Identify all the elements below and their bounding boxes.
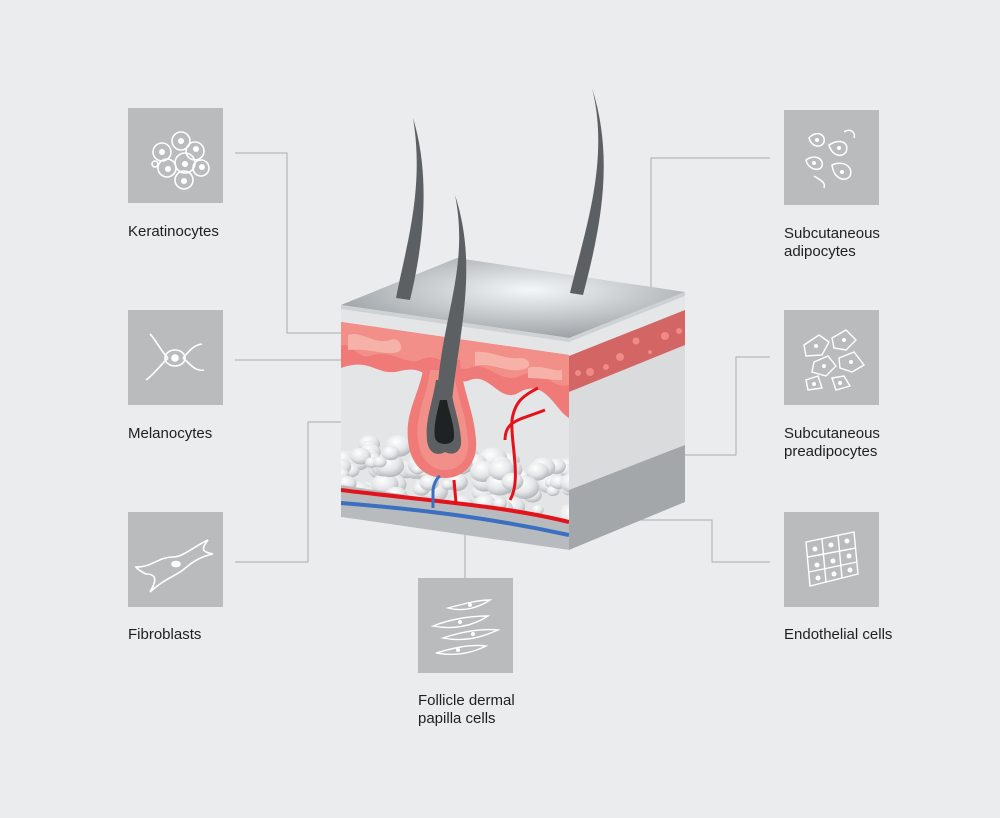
hair-right: [570, 88, 604, 295]
fat-cell: [661, 513, 688, 535]
artery: [341, 488, 569, 524]
fat-cell: [501, 472, 524, 491]
fat-cell: [531, 504, 544, 515]
label-line: Subcutaneous: [784, 425, 880, 442]
fat-cell: [675, 504, 690, 516]
label-subcutaneous-preadipocytes: Subcutaneous preadipocytes: [784, 425, 880, 461]
preadipocytes-icon: [784, 310, 879, 405]
connector-lines: [235, 152, 770, 578]
fat-cell: [560, 472, 569, 493]
hair-center: [437, 195, 467, 400]
skin-block-right-face: [569, 292, 685, 550]
label-melanocytes: Melanocytes: [128, 425, 213, 442]
vein: [341, 501, 569, 537]
melanocytes-icon: [128, 310, 223, 405]
hairs: [396, 88, 604, 400]
label-line: adipocytes: [784, 243, 856, 260]
keratinocytes-icon: [128, 108, 223, 203]
connector-preadipocytes: [655, 356, 770, 456]
capillary: [503, 386, 546, 501]
endothelial-cells-icon: [784, 512, 879, 607]
label-line: Subcutaneous: [784, 225, 880, 242]
connector-keratinocytes: [235, 152, 352, 334]
label-keratinocytes: Keratinocytes: [128, 223, 219, 240]
fat-cell: [372, 456, 387, 468]
adipocytes-icon: [784, 110, 879, 205]
fat-cell: [492, 497, 507, 510]
fat-cell: [671, 511, 697, 531]
fat-cell: [441, 479, 455, 490]
skin-block-top-face: [341, 258, 685, 338]
follicle-dermal-papilla-icon: [418, 578, 513, 673]
label-line: preadipocytes: [784, 443, 878, 460]
hair-left: [396, 118, 424, 300]
label-line: Follicle dermal: [418, 692, 515, 709]
fat-cell: [381, 445, 400, 461]
label-line: papilla cells: [418, 710, 496, 727]
label-endothelial-cells: Endothelial cells: [784, 626, 893, 643]
label-follicle-dermal-papilla: Follicle dermal papilla cells: [418, 692, 515, 728]
label-fibroblasts: Fibroblasts: [128, 626, 202, 643]
fat-cell: [526, 462, 549, 481]
fibroblasts-icon: [128, 512, 223, 607]
label-subcutaneous-adipocytes: Subcutaneous adipocytes: [784, 225, 880, 261]
